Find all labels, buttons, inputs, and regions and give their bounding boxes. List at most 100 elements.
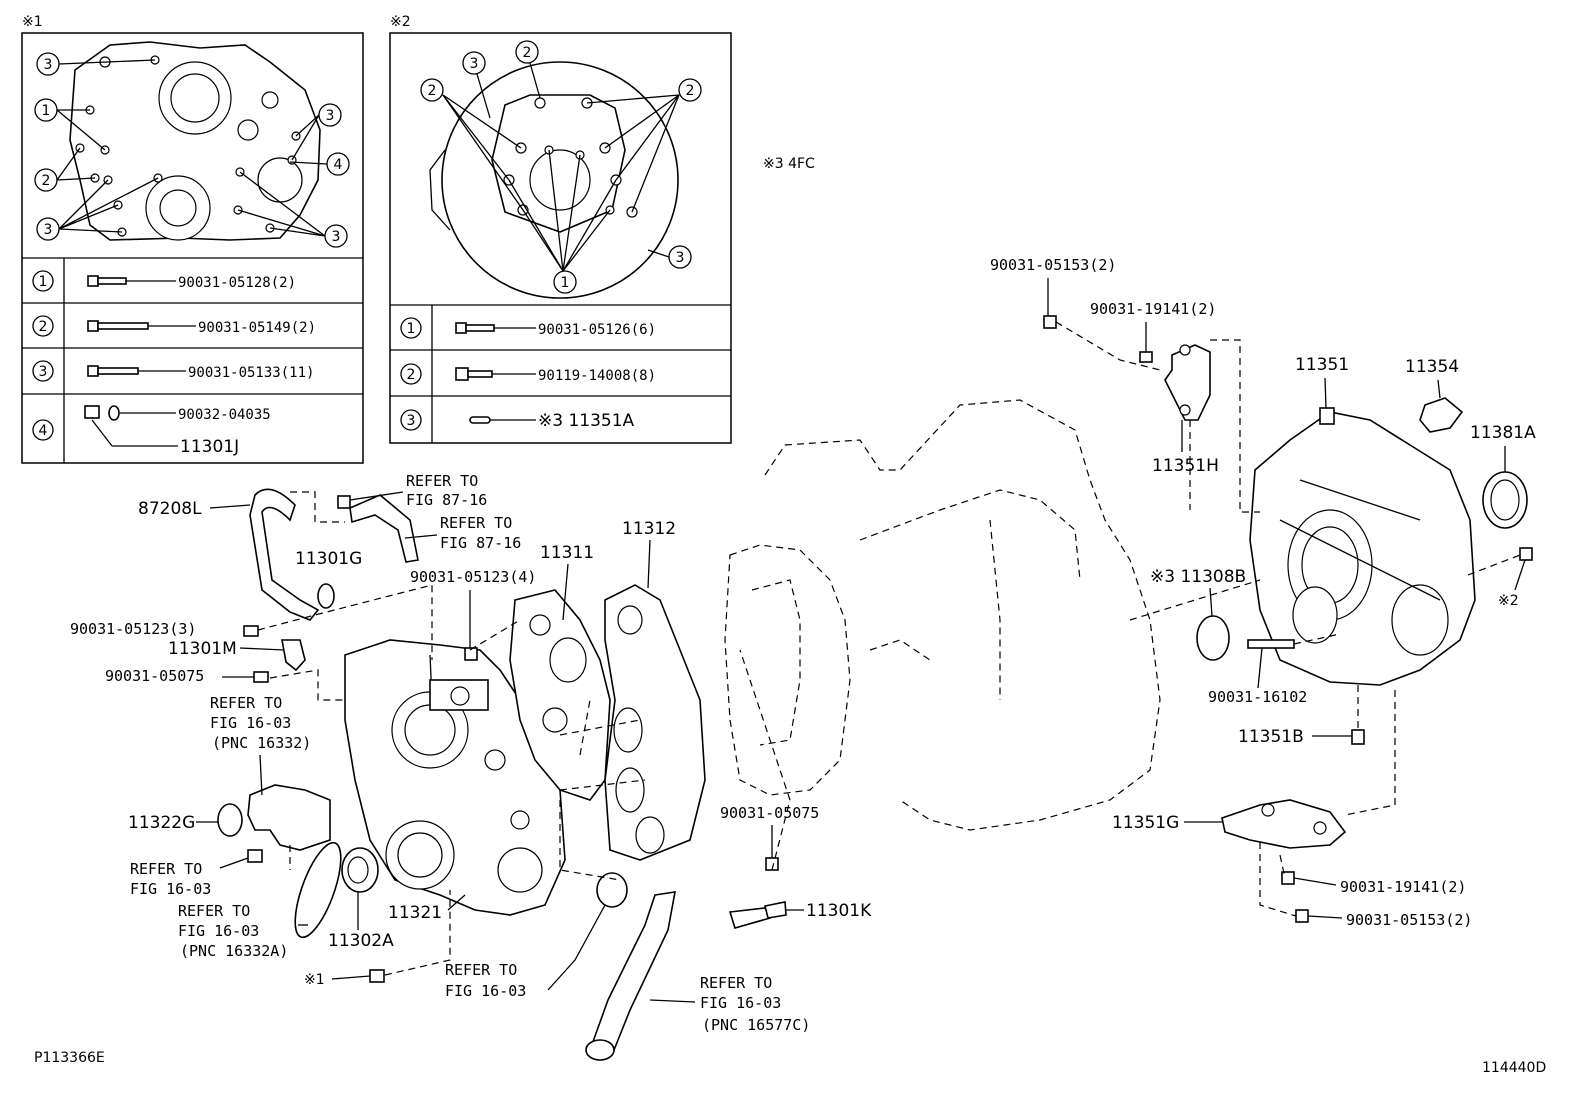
inset-1-callout-3d: 3	[332, 229, 341, 245]
inset-2-row-1-num: 1	[407, 321, 416, 337]
label-90031-19141-bot: 90031-19141(2)	[1340, 878, 1466, 896]
bolt-icon	[253, 671, 269, 683]
label-refer-16-b2: FIG 16-03	[130, 880, 211, 898]
inset-2-callout-2c: 2	[686, 83, 695, 99]
bolt-icon	[87, 320, 149, 332]
label-refer-16-e1: REFER TO	[700, 974, 772, 992]
inset-2-row-2-num: 2	[407, 367, 416, 383]
label-refer-16-b1: REFER TO	[130, 860, 202, 878]
timing-cover-drawing	[69, 41, 321, 241]
inset-2-callout-3b: 3	[676, 250, 685, 266]
inset-1-callout-3c: 3	[326, 108, 335, 124]
note-4fc: ※3 4FC	[763, 156, 815, 172]
inset-1-row-4-part-b: 11301J	[180, 437, 239, 457]
stud-90031-16102	[1247, 639, 1295, 649]
inset-2-frame	[389, 32, 732, 444]
inset-2-table: 1 90031-05126(6) 2 90119-14008(8) 3 ※3 1…	[400, 317, 656, 431]
label-90031-19141-top: 90031-19141(2)	[1090, 300, 1216, 318]
label-90031-05123-3: 90031-05123(3)	[70, 620, 196, 638]
label-11351g: 11351G	[1112, 813, 1179, 833]
water-inlet-assembly	[217, 784, 342, 939]
label-refer-16-c2: FIG 16-03	[178, 922, 259, 940]
inset-1-row-3-part: 90031-05133(11)	[188, 365, 314, 381]
label-90031-05153-top: 90031-05153(2)	[990, 256, 1116, 274]
bolt-icon	[243, 625, 259, 637]
sensor-11301k	[728, 901, 787, 929]
inset-2-callouts: 2 3 2 2 1 3	[420, 40, 702, 294]
label-refer-16-c1: REFER TO	[178, 902, 250, 920]
dashed-connectors	[257, 321, 1521, 976]
bolt-icon	[369, 969, 385, 983]
label-refer-16-a3: (PNC 16332)	[212, 734, 311, 752]
hose-87208l	[249, 488, 419, 621]
gasket-11312	[604, 584, 706, 861]
bolt-icon	[87, 365, 139, 377]
label-11312: 11312	[622, 519, 676, 539]
label-87208l: 87208L	[138, 499, 202, 519]
inset-1-table: 1 90031-05128(2) 2 90031-05149(2) 3 9	[32, 270, 316, 457]
inset-1-row-3-num: 3	[39, 364, 48, 380]
label-11301g: 11301G	[295, 549, 362, 569]
label-refer-16-a1: REFER TO	[210, 694, 282, 712]
plug-11351b	[1351, 729, 1365, 745]
inset-2-mark: ※2	[390, 14, 411, 30]
bolt-icon	[337, 495, 351, 509]
inset-2-row-1-part: 90031-05126(6)	[538, 322, 656, 338]
label-90031-05153-bot: 90031-05153(2)	[1346, 911, 1472, 929]
label-11351: 11351	[1295, 355, 1349, 375]
inset-1-callout-1: 1	[42, 103, 51, 119]
footer-left-code: P113366E	[34, 1050, 105, 1066]
label-11308b: ※3 11308B	[1150, 567, 1246, 587]
engine-block-phantom	[724, 399, 1161, 831]
label-mark-2: ※2	[1498, 593, 1519, 609]
gasket-11311	[509, 589, 611, 801]
label-90031-05075-b: 90031-05075	[720, 804, 819, 822]
flywheel-housing-drawing	[429, 61, 679, 299]
plug-11308b	[1196, 615, 1230, 661]
inset-2-callout-1: 1	[561, 275, 570, 291]
seal-11381a	[1482, 471, 1528, 529]
inset-1-mark: ※1	[22, 14, 43, 30]
inset-1-row-1-num: 1	[39, 274, 48, 290]
pin-icon	[469, 416, 491, 424]
label-11301k: 11301K	[806, 901, 872, 921]
inset-2-row-2-part: 90119-14008(8)	[538, 368, 656, 384]
label-90031-05123-4: 90031-05123(4)	[410, 568, 536, 586]
label-90031-16102: 90031-16102	[1208, 688, 1307, 706]
inset-1-callout-3b: 3	[44, 222, 53, 238]
sensor-11301m	[281, 639, 306, 672]
inset-2: ※2 2	[389, 14, 732, 444]
bolt-icon	[1519, 547, 1533, 561]
footer-right-code: 114440D	[1482, 1060, 1546, 1076]
label-11301m: 11301M	[168, 639, 237, 659]
bolt-icon	[1295, 909, 1309, 923]
inset-2-row-3-num: 3	[407, 413, 416, 429]
label-11322g: 11322G	[128, 813, 195, 833]
label-refer-87-a2: FIG 87-16	[406, 491, 487, 509]
inset-1-frame	[21, 32, 364, 464]
inset-2-callout-2b: 2	[523, 45, 532, 61]
label-refer-16-c3: (PNC 16332A)	[180, 942, 288, 960]
inset-1-callout-2: 2	[42, 173, 51, 189]
bolt-icon	[1139, 351, 1153, 363]
inset-1-callout-4: 4	[334, 157, 343, 173]
label-11381a: 11381A	[1470, 423, 1536, 443]
bolt-icon	[455, 367, 493, 381]
inset-1: ※1	[21, 14, 364, 464]
oring-11301g	[317, 583, 335, 609]
inset-1-row-1-part: 90031-05128(2)	[178, 275, 296, 291]
inset-1-row-4-part-a: 90032-04035	[178, 407, 271, 423]
bracket-11351g	[1221, 799, 1347, 849]
label-11351b: 11351B	[1238, 727, 1304, 747]
bolt-icon	[87, 275, 127, 287]
label-refer-16-d2: FIG 16-03	[445, 982, 526, 1000]
bolt-icon	[455, 322, 495, 334]
bolt-icon	[247, 849, 263, 863]
label-90031-05075-a: 90031-05075	[105, 667, 204, 685]
plug-icon	[84, 405, 120, 421]
oil-seal-11302a	[341, 847, 379, 893]
bolt-icon	[1281, 871, 1295, 885]
label-11311: 11311	[540, 543, 594, 563]
label-11302a: 11302A	[328, 931, 394, 951]
